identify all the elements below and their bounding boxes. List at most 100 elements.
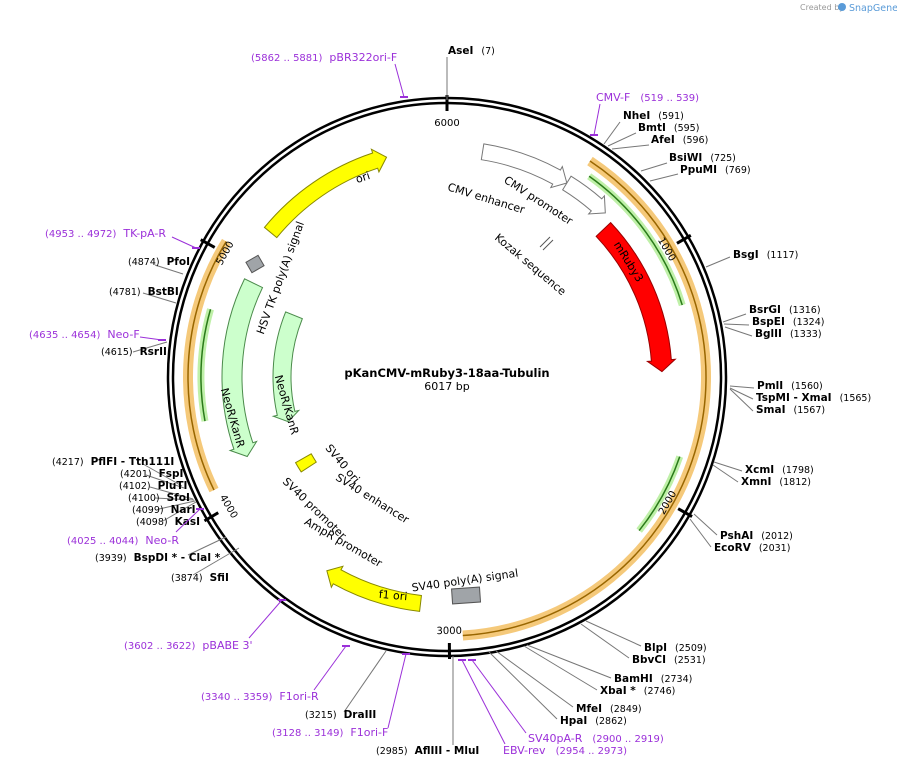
site-name: BstBI — [148, 286, 179, 298]
restriction-site-label: (4781)BstBI — [109, 286, 179, 298]
site-position: (591) — [658, 111, 684, 122]
site-leader — [132, 341, 168, 353]
site-name: BsgI — [733, 249, 759, 261]
site-position: (3874) — [171, 573, 203, 584]
site-name: PshAI — [720, 530, 753, 542]
primer-label: (4953 .. 4972)TK-pA-R — [45, 227, 166, 240]
primer-label: CMV-F (519 .. 539) — [596, 91, 699, 104]
site-name: MfeI — [576, 703, 602, 715]
primer-range: (519 .. 539) — [640, 93, 699, 104]
restriction-site-label: BmtI (595) — [638, 122, 699, 134]
site-name: XcmI — [745, 464, 774, 476]
restriction-site-label: AseI(7) — [448, 45, 495, 57]
primer-label: (3128 .. 3149)F1ori-F — [272, 726, 388, 739]
primer-name: SV40pA-R — [528, 732, 583, 745]
primer-range: (5862 .. 5881) — [251, 53, 323, 64]
site-leader — [187, 536, 227, 556]
translation-arrow — [588, 175, 683, 306]
site-leader — [689, 518, 712, 548]
site-leader — [495, 650, 574, 708]
primer-leader — [593, 103, 601, 136]
restriction-site-label: EcoRV(2031) — [714, 542, 790, 554]
site-position: (2849) — [610, 704, 642, 715]
restriction-site-label: (3874)SfiI — [171, 572, 229, 584]
primer-leader — [394, 63, 405, 98]
site-name: BamHI — [614, 673, 653, 685]
primer-name: CMV-F — [596, 91, 630, 104]
primer-label: SV40pA-R (2900 .. 2919) — [528, 732, 664, 745]
primer-name: Neo-R — [145, 534, 179, 547]
primer-range: (4025 .. 4044) — [67, 536, 139, 547]
site-leader — [724, 326, 753, 337]
restriction-site-label: SmaI(1567) — [756, 404, 825, 416]
site-position: (2531) — [674, 655, 706, 666]
restriction-site-label: (4102)PluTI — [119, 480, 187, 492]
site-name: FspI — [159, 468, 184, 480]
restriction-site-label: NheI (591) — [623, 110, 684, 122]
site-name: HpaI — [560, 715, 587, 727]
restriction-site-label: TspMI - XmaI(1565) — [756, 392, 871, 404]
site-leader — [649, 173, 679, 182]
snapgene-logo-icon — [838, 3, 846, 11]
restriction-site-label: XmnI(1812) — [741, 476, 811, 488]
restriction-site-label: HpaI(2862) — [560, 715, 627, 727]
primer-label: (3340 .. 3359)F1ori-R — [201, 690, 319, 703]
restriction-site-label: BspEI(1324) — [752, 316, 824, 328]
site-name: BbvCI — [632, 654, 666, 666]
site-name: BmtI — [638, 122, 666, 134]
site-position: (4201) — [120, 469, 152, 480]
site-name: PpuMI — [680, 164, 717, 176]
primer-name: EBV-rev — [503, 744, 546, 757]
site-name: AseI — [448, 45, 473, 57]
restriction-site-label: (3215)DraIII — [305, 709, 376, 721]
restriction-site-label: BsrGI(1316) — [749, 304, 821, 316]
feature-arrow — [326, 565, 422, 612]
primer-annotations: (5862 .. 5881) pBR322ori-F CMV-F (519 .. 53… — [29, 51, 699, 757]
site-leader — [162, 501, 197, 522]
restriction-site-label: (4098)KasI — [136, 516, 200, 528]
site-name: EcoRV — [714, 542, 752, 554]
site-leader — [158, 500, 196, 510]
site-leader — [154, 497, 195, 501]
feature-layer — [221, 143, 677, 612]
restriction-site-label: BamHI(2734) — [614, 673, 692, 685]
restriction-site-label: BsgI(1117) — [733, 249, 798, 261]
tick-label: 4000 — [217, 493, 239, 521]
site-name: XbaI * — [600, 685, 636, 697]
restriction-site-label: (4615)RsrII — [101, 346, 167, 358]
site-name: PmlI — [757, 380, 783, 392]
primer-label: EBV-rev(2954 .. 2973) — [503, 744, 627, 757]
feature-arrow — [221, 278, 264, 458]
site-leader — [693, 513, 718, 536]
primer-range: (3128 .. 3149) — [272, 728, 344, 739]
site-name: NheI — [623, 110, 650, 122]
site-leader — [145, 474, 185, 489]
site-position: (1316) — [789, 305, 821, 316]
feature-label: f1 ori — [378, 588, 408, 603]
orf-arrow — [187, 241, 227, 491]
site-position: (595) — [674, 123, 700, 134]
site-name: BglII — [755, 328, 782, 340]
site-name: DraIII — [344, 709, 377, 721]
restriction-site-label: PmlI(1560) — [757, 380, 823, 392]
site-leader — [523, 645, 598, 691]
restriction-site-label: (2985)AflIII - MluI — [376, 745, 479, 757]
site-leader — [142, 463, 183, 487]
leader-lines — [132, 57, 755, 745]
translation-arrow — [200, 309, 212, 422]
feature-arrow — [294, 453, 317, 473]
site-leader — [149, 486, 194, 500]
site-name: AflIII - MluI — [415, 745, 480, 757]
site-leader — [526, 644, 612, 679]
site-name: BspDI * - ClaI * — [134, 552, 221, 564]
site-position: (3939) — [95, 553, 127, 564]
restriction-sites: AseI(7)NheI(591)BmtI(595)AfeI(596)BsiWI(… — [52, 45, 871, 757]
site-name: BlpI — [644, 642, 667, 654]
hsv-tk-polya-box — [245, 254, 265, 274]
site-leader — [722, 313, 747, 323]
site-position: (1812) — [779, 477, 811, 488]
primer-range: (2900 .. 2919) — [592, 734, 664, 745]
orf-ring-layer — [183, 156, 711, 641]
primer-name: pBR322ori-F — [329, 51, 397, 64]
